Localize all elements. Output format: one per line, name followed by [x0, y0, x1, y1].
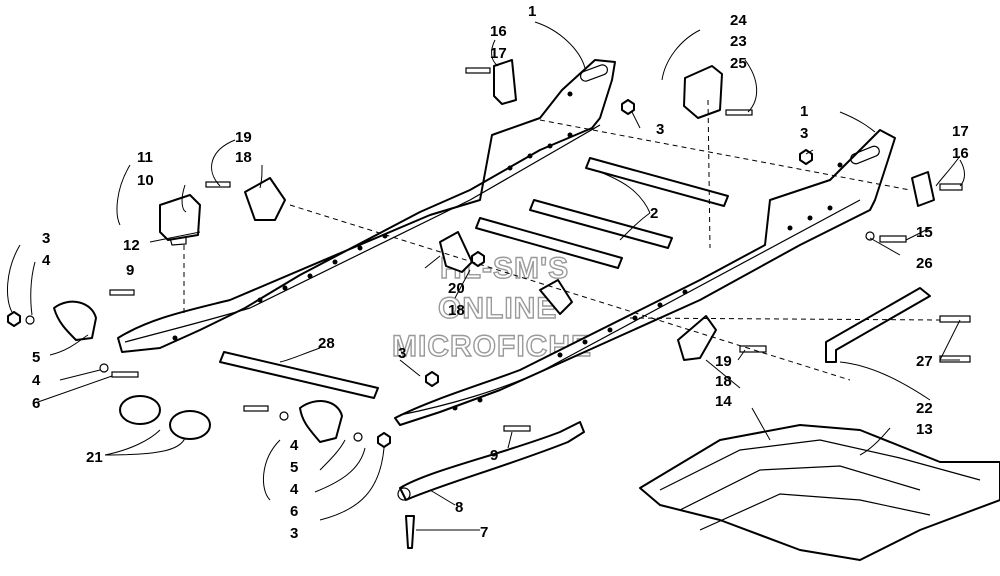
callout-3-mid: 3	[398, 345, 406, 362]
bracket-18-mid-b	[539, 279, 573, 315]
callout-18-lower: 18	[715, 373, 732, 390]
cross-shafts	[219, 157, 729, 399]
callout-17-top: 17	[490, 45, 507, 62]
callout-25: 25	[730, 55, 747, 72]
callout-3-a: 3	[656, 121, 664, 138]
clip-17-upper	[493, 59, 517, 105]
callout-5-left: 5	[32, 349, 40, 366]
slide-wear-bar-8	[397, 421, 585, 501]
callout-1-top: 1	[528, 3, 536, 20]
track-13	[639, 424, 1000, 561]
bracket-18-lower	[677, 315, 717, 361]
callout-24: 24	[730, 12, 747, 29]
callout-18-a: 18	[235, 149, 252, 166]
left-slide-rail	[117, 59, 616, 353]
bracket-10	[159, 194, 201, 246]
callout-21: 21	[86, 449, 103, 466]
bracket-18-upper	[244, 177, 286, 221]
bumper-5-left	[53, 300, 97, 341]
callout-3-bottom: 3	[290, 525, 298, 542]
hose-clamp-21-a	[119, 395, 161, 425]
leader-lines	[7, 21, 965, 531]
callout-12: 12	[123, 237, 140, 254]
bumper-5-right	[299, 400, 343, 443]
callout-labels: 1 16 17 24 23 25 3 19 18 1 3 17 16 11 10…	[32, 3, 969, 542]
callout-19-a: 19	[235, 129, 252, 146]
bracket-23	[683, 65, 723, 119]
callout-27: 27	[916, 353, 933, 370]
callout-5-right: 5	[290, 459, 298, 476]
callout-20: 20	[448, 280, 465, 297]
callout-26: 26	[916, 255, 933, 272]
callout-4-right-b: 4	[290, 481, 299, 498]
bolt-7	[405, 515, 415, 549]
callout-3-b: 3	[800, 125, 808, 142]
callout-4-right-a: 4	[290, 437, 299, 454]
callout-16-right: 16	[952, 145, 969, 162]
callout-9-lower: 9	[490, 447, 498, 464]
callout-15: 15	[916, 224, 933, 241]
callout-10: 10	[137, 172, 154, 189]
callout-1-right: 1	[800, 103, 808, 120]
callout-6-left: 6	[32, 395, 40, 412]
callout-22: 22	[916, 400, 933, 417]
callout-8: 8	[455, 499, 463, 516]
right-rail-holes	[452, 162, 843, 411]
left-rail-holes	[172, 91, 573, 341]
callout-7: 7	[480, 524, 488, 541]
hose-clamp-21-b	[169, 410, 211, 440]
callout-23: 23	[730, 33, 747, 50]
callout-9-top: 9	[126, 262, 134, 279]
cross-shaft-28	[219, 351, 379, 399]
callout-3-left: 3	[42, 230, 50, 247]
callout-11: 11	[137, 149, 153, 166]
right-slide-rail	[394, 129, 896, 426]
callout-14: 14	[715, 393, 732, 410]
callout-2: 2	[650, 205, 658, 222]
wear-strip-22	[825, 287, 931, 363]
cross-shaft-2	[529, 199, 673, 249]
callout-6-right: 6	[290, 503, 298, 520]
callout-13: 13	[916, 421, 933, 438]
callout-28: 28	[318, 335, 335, 352]
cross-shaft-1	[585, 157, 729, 207]
watermark-line-2: ONLINE	[438, 292, 557, 325]
cross-shaft-3	[475, 217, 623, 269]
callout-4-left: 4	[42, 252, 51, 269]
clip-17-right	[911, 171, 935, 207]
callout-17-right: 17	[952, 123, 969, 140]
callout-18-mid: 18	[448, 302, 465, 319]
callout-16-top: 16	[490, 23, 507, 40]
callout-19-lower: 19	[715, 353, 732, 370]
callout-4-left-lower: 4	[32, 372, 41, 389]
bracket-18-mid-a	[439, 231, 473, 273]
